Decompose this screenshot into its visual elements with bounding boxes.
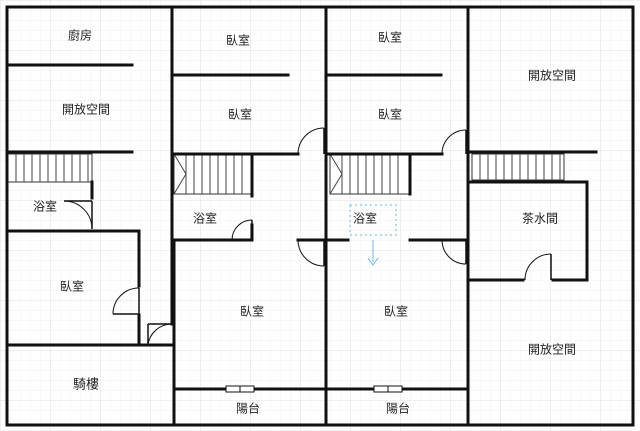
room-label-bath-left: 浴室 [33, 199, 57, 214]
room-label-bedroom-u3-bottom: 臥室 [384, 304, 408, 319]
room-label-bath-u2: 浴室 [193, 211, 217, 226]
room-label-open-space-right-bottom: 開放空間 [528, 342, 576, 357]
door-bath-u2 [231, 219, 253, 241]
door-bedroom-u2-bottom [297, 239, 325, 267]
selection-marker[interactable] [349, 204, 397, 266]
walls [5, 5, 635, 427]
door-bath-left [63, 200, 93, 230]
room-label-bedroom-u3-top: 臥室 [378, 30, 402, 45]
room-label-bedroom-u2-top: 臥室 [226, 33, 250, 48]
window-balcony-u2 [225, 385, 255, 393]
room-label-open-space-right-top: 開放空間 [528, 68, 576, 83]
door-arcade [147, 323, 173, 346]
door-bedroom-u2-mid [297, 127, 325, 155]
door-bedroom-left [112, 287, 140, 315]
room-label-bedroom-u2-bottom: 臥室 [240, 304, 264, 319]
room-label-bedroom-u2-mid: 臥室 [228, 107, 252, 122]
room-label-bedroom-left: 臥室 [60, 279, 84, 294]
room-label-open-space-left: 開放空間 [62, 102, 110, 117]
window-balcony-u3 [373, 385, 403, 393]
room-label-bath-u3[interactable]: 浴室 [353, 211, 377, 226]
stair-unit3 [329, 153, 411, 195]
door-tea-room [524, 253, 552, 281]
stair-right [471, 153, 565, 181]
door-bedroom-u3-mid [441, 129, 467, 155]
room-label-bedroom-u3-mid: 臥室 [378, 107, 402, 122]
stair-left [7, 153, 93, 183]
stair-unit2 [173, 153, 253, 195]
room-label-balcony-u3: 陽台 [386, 401, 410, 416]
room-label-kitchen: 廚房 [68, 28, 92, 43]
door-bedroom-u3-bottom [441, 239, 467, 265]
room-label-arcade: 騎樓 [73, 378, 99, 393]
room-label-balcony-u2: 陽台 [236, 401, 260, 416]
room-label-tea-room: 茶水間 [522, 211, 558, 226]
